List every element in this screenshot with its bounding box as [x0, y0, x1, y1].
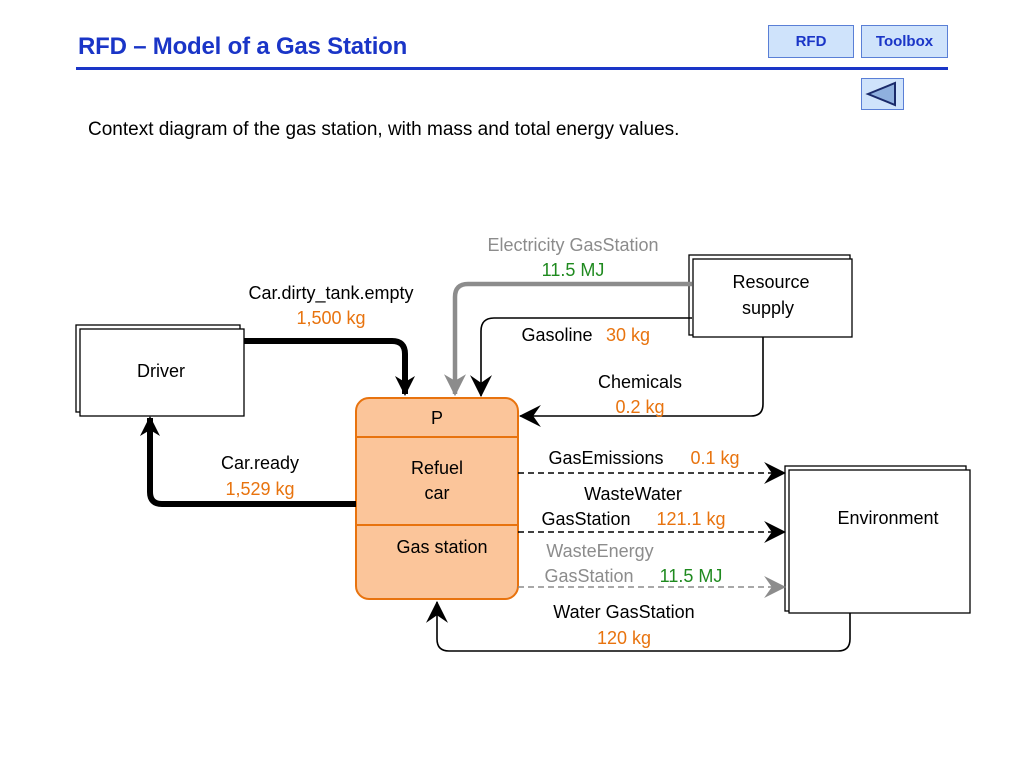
waste-energy-flow-value: 11.5 MJ — [660, 566, 723, 586]
environment-label: Environment — [837, 508, 938, 528]
process-name-line1: Refuel — [411, 458, 463, 478]
electricity-flow-value: 11.5 MJ — [542, 260, 605, 280]
water-flow-value: 120 kg — [597, 628, 651, 648]
process-location: Gas station — [396, 537, 487, 557]
driver-entity: Driver — [75, 324, 245, 417]
water-flow-label: Water GasStation — [553, 602, 694, 622]
gasoline-flow-value: 30 kg — [606, 325, 650, 345]
waste-energy-flow-label-line1: WasteEnergy — [546, 541, 653, 561]
refuel-car-process: P Refuel car Gas station — [355, 397, 519, 600]
title-divider — [76, 67, 948, 70]
car-ready-flow-value: 1,529 kg — [225, 479, 294, 499]
waste-water-flow-label-line1: WasteWater — [584, 484, 682, 504]
chemicals-flow-value: 0.2 kg — [615, 397, 664, 417]
page-subtitle: Context diagram of the gas station, with… — [88, 119, 680, 140]
water-flow-arrow — [426, 600, 851, 652]
resource-supply-entity: Resource supply — [688, 254, 853, 338]
back-arrow-icon — [865, 81, 896, 107]
car-dirty-flow-value: 1,500 kg — [296, 308, 365, 328]
waste-energy-flow-label-line2: GasStation — [544, 566, 633, 586]
environment-entity: Environment — [784, 465, 971, 614]
rfd-nav-button[interactable]: RFD — [768, 25, 854, 58]
waste-water-flow-label-line2: GasStation — [541, 509, 630, 529]
car-ready-flow-arrow — [140, 416, 356, 507]
car-ready-flow-label: Car.ready — [221, 453, 299, 473]
resource-supply-label-line1: Resource — [732, 272, 809, 292]
electricity-flow-arrow — [444, 281, 692, 397]
back-button[interactable] — [861, 78, 904, 110]
waste-water-flow-value: 121.1 kg — [656, 509, 725, 529]
chemicals-flow-arrow — [518, 337, 764, 427]
toolbox-nav-button[interactable]: Toolbox — [861, 25, 948, 58]
process-id: P — [431, 408, 443, 428]
electricity-flow-label: Electricity GasStation — [487, 235, 658, 255]
car-dirty-flow-label: Car.dirty_tank.empty — [248, 283, 413, 304]
chemicals-flow-label: Chemicals — [598, 372, 682, 392]
gas-emissions-flow-value: 0.1 kg — [690, 448, 739, 468]
gasoline-flow-arrow — [470, 317, 692, 398]
process-name-line2: car — [424, 483, 449, 503]
car-dirty-flow-arrow — [244, 338, 415, 396]
resource-supply-label-line2: supply — [742, 298, 794, 318]
gasoline-flow-label: Gasoline — [521, 325, 592, 345]
gas-emissions-flow-label: GasEmissions — [548, 448, 663, 468]
driver-label: Driver — [137, 361, 185, 381]
page-title: RFD – Model of a Gas Station — [78, 33, 408, 60]
